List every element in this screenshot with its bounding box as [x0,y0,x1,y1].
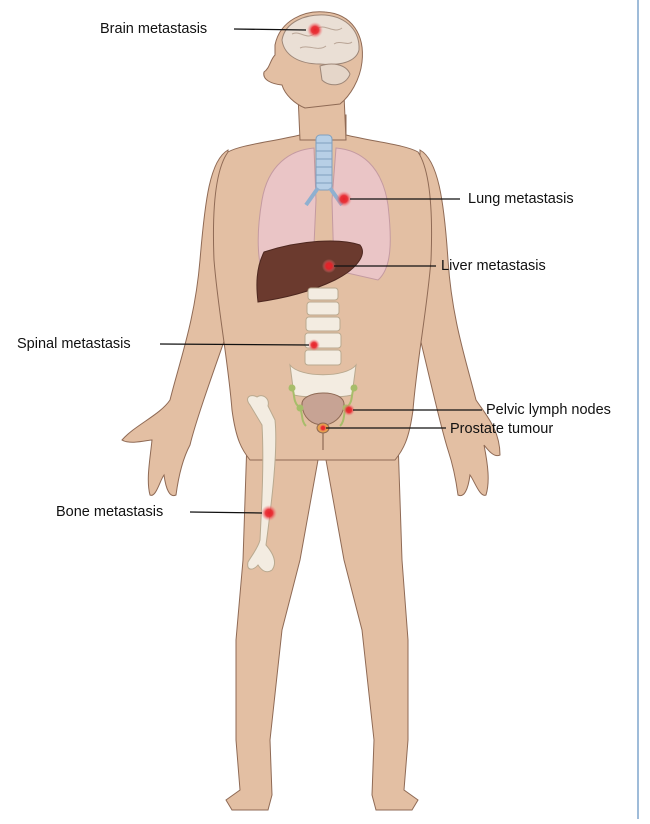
label-bone-metastasis: Bone metastasis [56,504,163,520]
label-lung-metastasis: Lung metastasis [468,191,574,207]
label-pelvic-lymph-nodes: Pelvic lymph nodes [486,402,611,418]
label-liver-metastasis: Liver metastasis [441,258,546,274]
label-prostate-tumour: Prostate tumour [450,421,553,437]
label-brain-metastasis: Brain metastasis [100,21,207,37]
lesion-prostate [319,424,327,432]
lesion-brain [307,22,323,38]
lesion-bone [261,505,277,521]
lesion-liver [322,259,336,273]
frame-border [637,0,639,819]
lesion-lung [336,191,352,207]
label-spinal-metastasis: Spinal metastasis [17,336,131,352]
lesion-spine [308,339,320,351]
